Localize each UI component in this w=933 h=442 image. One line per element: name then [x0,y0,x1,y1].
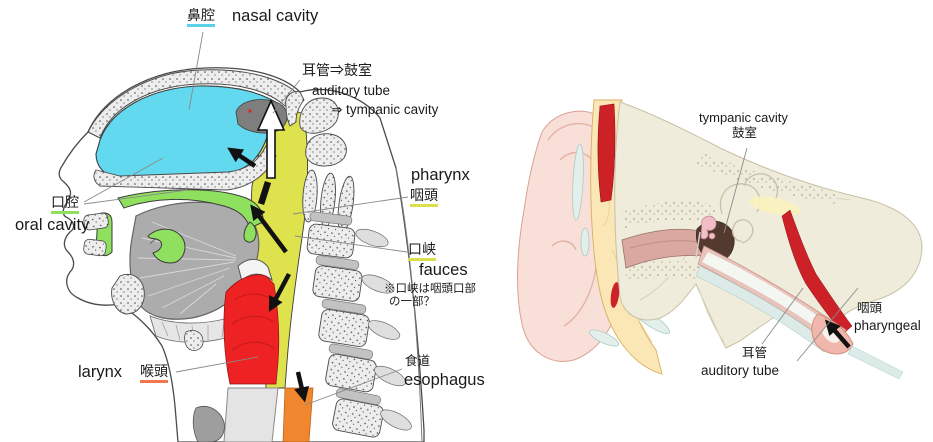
leader-lines [83,31,859,406]
leader-auditory-tube-1 [761,287,804,345]
tongue-fiber-lines [137,221,237,315]
neck-muscle [192,405,225,442]
label-larynx-jp: 喉頭 [140,363,168,384]
sagittal-head-illustration [58,67,425,442]
leader-pharynx [292,196,409,215]
label-fauces-jp: 口峡 [408,241,436,262]
leader-oral-2 [83,189,188,205]
label-tympanic-jp: 鼓室 [732,126,758,140]
leader-esophagus [304,368,403,406]
ear-illustration [517,99,923,380]
fauces-note-line1: ※口峡は咽頭口部 [384,283,476,295]
oral-jp-text: 口腔 [51,194,79,215]
pharyngeal-arrow [824,319,851,349]
label-pharyngeal-jp: 咽頭 [857,301,883,315]
eardrum [695,231,701,259]
label-pharynx-en: pharynx [411,166,470,184]
label-tympanic-en: tympanic cavity [699,110,788,125]
leader-tympanic [723,147,748,234]
airflow-arrows [227,147,310,403]
tube-lumen [702,252,838,339]
label-auditory-tube-en: auditory tube [701,363,780,378]
canal-shade [629,240,699,249]
white-arrow-to-auditory-tube [256,99,286,179]
label-esophagus-en: esophagus [404,371,485,389]
label-esophagus-jp: 食道 [405,354,431,368]
label-auditory-route-jp: 耳管⇒鼓室 [302,62,372,78]
label-oral-jp: 口腔 [51,194,79,215]
label-auditory-route-en1: auditory tube [312,83,391,98]
trachea [223,387,279,442]
red-dot-marker [248,109,252,113]
label-larynx-en: larynx [78,363,123,381]
ossicles [700,215,717,240]
label-auditory-route-en2: ⇒ tympanic cavity [331,102,439,117]
vertebral-column [299,97,412,438]
fauces-jp-text: 口峡 [408,241,436,262]
neck-back-outline [395,167,423,442]
label-auditory-tube-jp: 耳管 [742,346,768,360]
tube-continuation [847,345,904,380]
nerve-highlight [749,196,801,216]
bone-stipple [622,152,838,284]
hyoid-bone [184,330,204,351]
larynx-jp-text: 喉頭 [140,363,168,384]
larynx-region [223,274,280,385]
leader-nasal [188,31,204,111]
label-pharynx-jp: 咽頭 [410,187,438,208]
leader-fauces [294,235,408,253]
label-oral-en: oral cavity [15,216,90,234]
upper-teeth [83,212,109,231]
label-nasal-jp: 鼻腔 [187,7,215,28]
arrow-to-tube-base [257,181,272,205]
mandible-bone [111,273,145,315]
fauces-note-line2: の一部？ [389,296,435,308]
leader-auditory-route [272,79,301,114]
label-fauces-en: fauces [419,261,468,279]
muscle-strip [597,103,616,203]
tube-cartilage [695,265,831,353]
nasal-jp-text: 鼻腔 [187,7,215,28]
auditory-tube-region [695,209,904,380]
hard-palate-bone [93,145,277,191]
leader-oral-1 [83,157,164,203]
label-nasal-en: nasal cavity [232,7,319,25]
esophagus-region [282,387,314,442]
label-fauces-note: ※口峡は咽頭口部 の一部？ [384,283,476,309]
stapes [708,232,716,240]
leader-larynx [175,356,259,373]
lower-teeth [83,238,107,257]
pharynx-jp-text: 咽頭 [410,187,438,208]
small-muscle [610,282,620,308]
label-pharyngeal-en: pharyngeal [854,318,921,333]
leader-auditory-tube-2 [796,287,859,362]
tube-opening-bone [285,91,305,127]
